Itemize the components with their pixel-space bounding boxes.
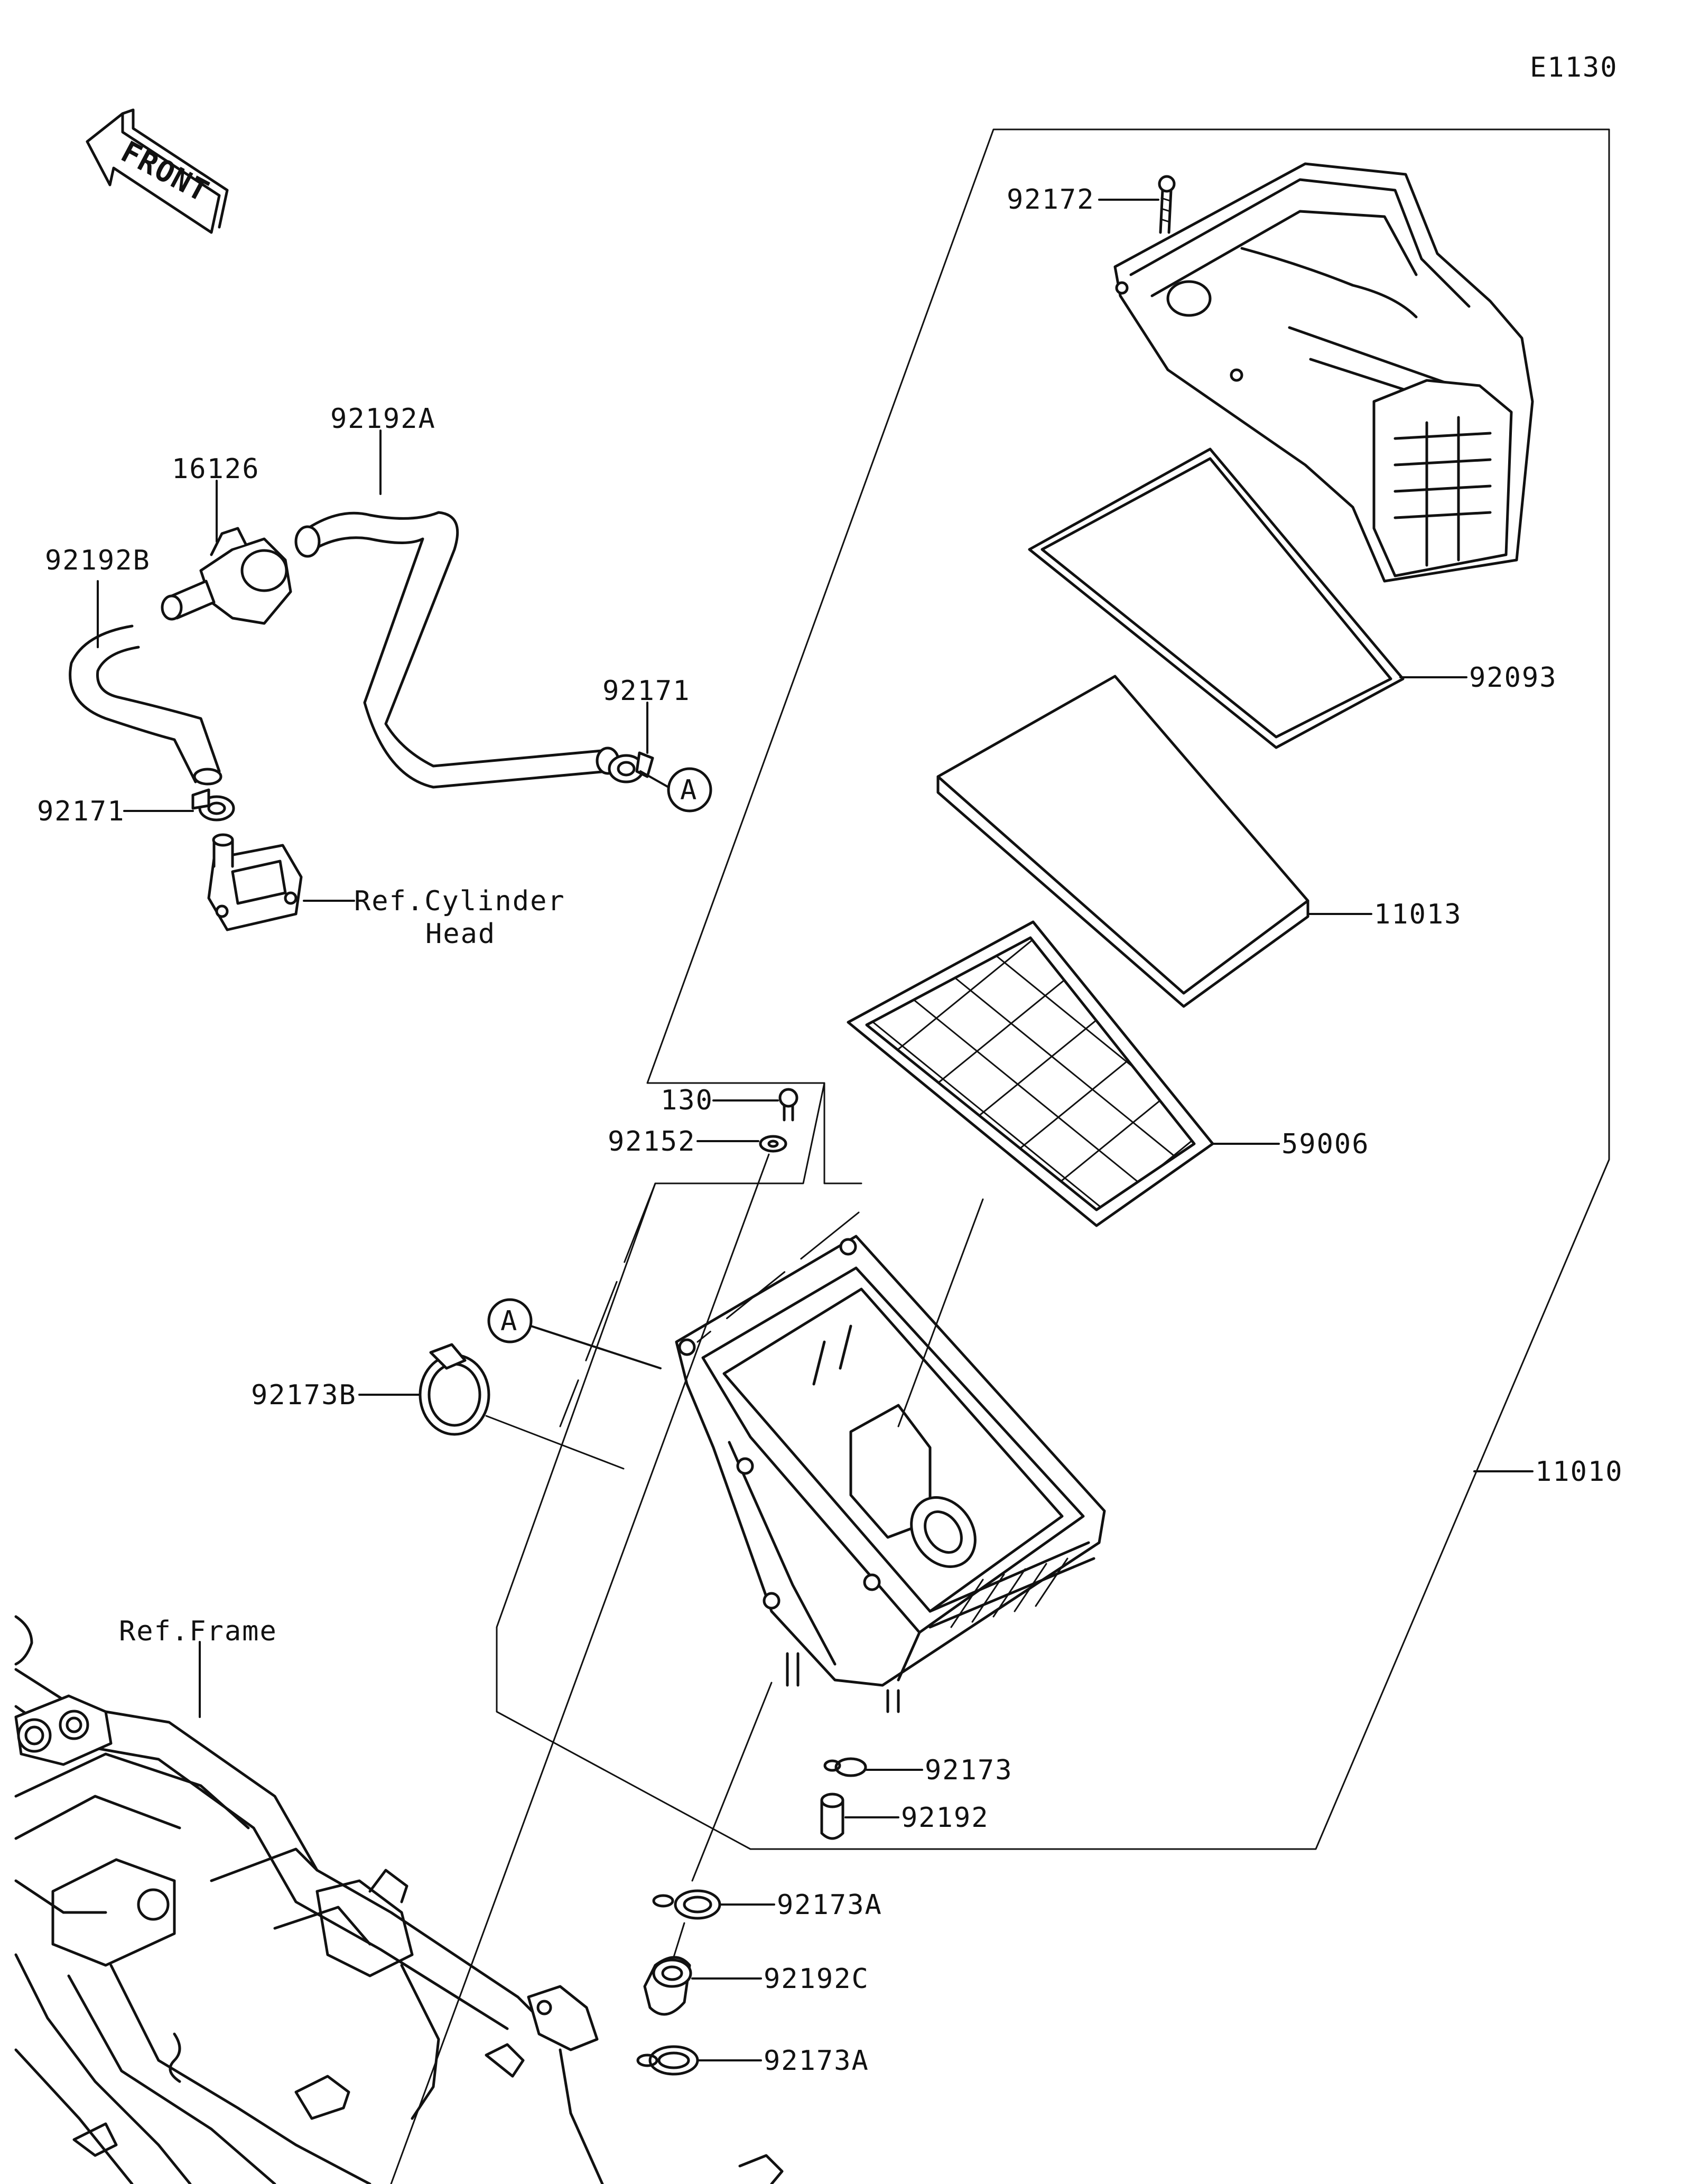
clamp-92173b <box>419 1343 490 1436</box>
label-92173: 92173 <box>925 1754 1013 1786</box>
label-ref-frame: Ref.Frame <box>119 1616 277 1647</box>
guide-line-screen <box>897 1198 984 1427</box>
label-92192: 92192 <box>901 1802 989 1834</box>
air-cleaner-cover <box>1113 162 1534 583</box>
marker-a-top-label: A <box>680 774 698 806</box>
label-92173a-top: 92173A <box>777 1889 882 1921</box>
guide-clamp <box>485 1415 625 1470</box>
label-16126: 16126 <box>172 453 260 485</box>
label-59006: 59006 <box>1281 1128 1370 1160</box>
label-92171-left: 92171 <box>37 796 125 827</box>
hose-92192a <box>294 511 620 789</box>
label-92172: 92172 <box>1007 184 1095 216</box>
drain-hose-92192c <box>643 1956 692 2016</box>
label-11010: 11010 <box>1535 1456 1623 1488</box>
bolt-92172 <box>1158 175 1176 234</box>
diagram-code: E1130 <box>1530 52 1618 83</box>
clip-92173a-top <box>652 1889 721 1920</box>
cylinder-head-fitting <box>207 833 303 931</box>
assembly-outline <box>496 128 1610 1850</box>
marker-a-top: A <box>667 767 712 813</box>
label-92173b: 92173B <box>251 1379 357 1411</box>
clamp-92171-left <box>191 788 235 822</box>
assembly-inner-outline <box>823 1082 862 1184</box>
label-ref-cylinder-2: Head <box>425 918 496 950</box>
label-92192a: 92192A <box>330 403 436 435</box>
label-92192c: 92192C <box>764 1963 869 1995</box>
air-filter-element-11013 <box>936 675 1309 1008</box>
clip-92173 <box>823 1757 867 1777</box>
label-11013: 11013 <box>1374 899 1462 930</box>
front-arrow-icon: FRONT <box>86 108 229 234</box>
marker-a-mid-label: A <box>500 1305 518 1337</box>
gasket-92093 <box>1028 447 1405 749</box>
label-92152: 92152 <box>608 1126 696 1158</box>
bolt-130 <box>778 1088 798 1122</box>
hose-92192 <box>820 1793 844 1840</box>
label-92171-top: 92171 <box>602 675 691 707</box>
label-92192b: 92192B <box>45 545 151 576</box>
hose-92192b <box>69 624 222 786</box>
guide-line-top <box>696 1211 860 1343</box>
label-92173a-bottom: 92173A <box>764 2045 869 2077</box>
guide-drain <box>691 1682 773 1882</box>
guide-line-left <box>559 1182 656 1427</box>
guide-line-washer <box>390 1153 770 2184</box>
leader-a-top <box>639 770 670 788</box>
label-130: 130 <box>661 1085 713 1116</box>
filter-screen-59006 <box>847 920 1214 1227</box>
clip-92173a-bottom <box>636 2045 699 2076</box>
washer-92152 <box>759 1135 787 1153</box>
air-cleaner-case <box>675 1235 1106 1713</box>
motorcycle-frame <box>14 1615 784 2184</box>
marker-a-mid: A <box>487 1298 533 1343</box>
clamp-92171-top <box>608 751 654 783</box>
valve-16126 <box>161 527 292 625</box>
leader-a-mid <box>530 1325 662 1369</box>
label-ref-cylinder-1: Ref.Cylinder <box>354 885 565 917</box>
label-92093: 92093 <box>1469 662 1557 694</box>
